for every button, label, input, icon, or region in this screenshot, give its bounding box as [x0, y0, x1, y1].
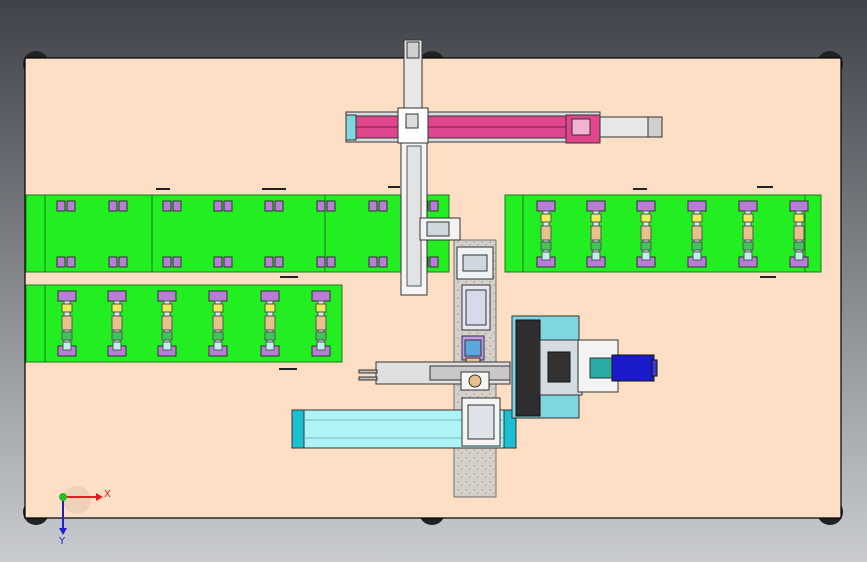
horizontal-actuator[interactable]	[358, 361, 511, 391]
fixture-pad	[56, 256, 76, 268]
vertical-arm[interactable]	[397, 39, 461, 296]
y-axis-label: Y	[58, 536, 66, 547]
pin-station[interactable]	[311, 290, 331, 357]
fixture-pad	[316, 200, 336, 212]
conveyor-pins	[57, 200, 809, 357]
pin-station[interactable]	[208, 290, 228, 357]
conveyor-group	[25, 186, 822, 370]
fixture-pad	[56, 200, 76, 212]
fixture-pad	[108, 200, 128, 212]
pin-station[interactable]	[586, 200, 606, 268]
fixture-pad	[108, 256, 128, 268]
fixture-pad	[162, 200, 182, 212]
conveyor-tags	[156, 186, 776, 370]
x-axis-label: X	[104, 489, 111, 500]
servo-drive-module[interactable]	[511, 315, 658, 419]
fixture-pad	[368, 200, 388, 212]
pin-station[interactable]	[738, 200, 758, 268]
pin-station[interactable]	[687, 200, 707, 268]
fixture-pad	[368, 256, 388, 268]
pneumatic-cylinder[interactable]	[291, 397, 517, 449]
pin-station[interactable]	[107, 290, 127, 357]
fixture-pad	[316, 256, 336, 268]
pin-station[interactable]	[157, 290, 177, 357]
fixture-pad	[213, 256, 233, 268]
conveyor-left-bottom[interactable]	[25, 284, 343, 363]
coordinate-triad: X Y	[58, 486, 111, 547]
fixture-pad	[162, 256, 182, 268]
pin-station[interactable]	[536, 200, 556, 268]
conveyor-right[interactable]	[504, 194, 822, 273]
fixture-pad	[264, 200, 284, 212]
fixture-pad	[213, 200, 233, 212]
pin-station[interactable]	[57, 290, 77, 357]
pin-station[interactable]	[789, 200, 809, 268]
pin-station[interactable]	[636, 200, 656, 268]
vertical-slide-module[interactable]	[456, 246, 494, 371]
fixture-pad	[264, 256, 284, 268]
pin-station[interactable]	[260, 290, 280, 357]
